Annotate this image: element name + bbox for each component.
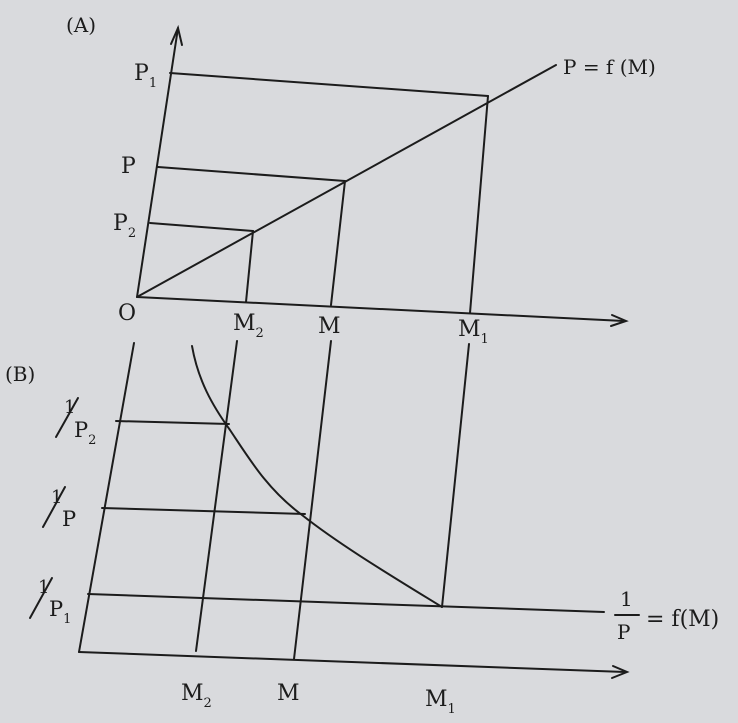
- panel-a-y-tick-p2: P2: [113, 211, 136, 241]
- panel-b-inv-p-guide: [101, 507, 306, 515]
- panel-b-m1-guide: [441, 343, 470, 608]
- panel-a-curve-label: P = f (M): [563, 55, 656, 79]
- panel-b-curve: [191, 345, 443, 608]
- panel-a-function-line: [136, 64, 557, 298]
- panel-b-m2-guide: [195, 340, 238, 652]
- panel-b-y-tick-num-2: 1: [64, 397, 75, 418]
- panel-a-m1-guide: [469, 95, 489, 314]
- panel-b-curve-label-rhs: = f(M): [646, 607, 719, 632]
- panel-a-p-guide: [157, 166, 346, 182]
- panel-a-m-guide: [330, 180, 346, 306]
- panel-b-tick-2-slash: [55, 397, 79, 438]
- panel-a-p2-guide: [149, 222, 254, 232]
- panel-a-origin-label: O: [118, 301, 136, 326]
- panel-a-y-tick-p: P: [121, 154, 136, 179]
- panel-a-x-tick-m: M: [318, 314, 341, 339]
- panel-b-y-tick-inv-p2: P2: [74, 418, 96, 448]
- panel-b-inv-p1-guide: [87, 593, 605, 613]
- panel-b-label: (B): [5, 362, 35, 386]
- panel-b-y-tick-num-0: 1: [38, 577, 49, 598]
- panel-a-p1-guide: [169, 72, 489, 97]
- panel-b-curve-label-num: 1: [620, 587, 633, 611]
- panel-b-inv-p2-guide: [115, 420, 230, 425]
- panel-b-y-tick-num-1: 1: [51, 487, 62, 508]
- panel-a-label: (A): [66, 13, 96, 37]
- panel-b-tick-0-slash: [29, 577, 53, 619]
- panel-a-y-tick-p1: P1: [134, 61, 157, 91]
- panel-b-x-axis: [78, 651, 626, 673]
- panel-a-x-tick-m2: M2: [233, 311, 264, 341]
- panel-a-x-axis: [136, 296, 625, 322]
- panel-b-tick-1-slash: [42, 486, 66, 528]
- panel-b-x-tick-m2: M2: [181, 681, 212, 711]
- panel-b-x-tick-m: M: [277, 681, 300, 706]
- panel-b-y-tick-inv-p1: P1: [49, 597, 71, 627]
- panel-a-m2-guide: [245, 230, 254, 303]
- panel-a-x-arrow: [610, 314, 629, 327]
- panel-b-x-arrow: [611, 665, 630, 679]
- panel-b-m-guide: [293, 340, 332, 660]
- panel-a-x-tick-m1: M1: [458, 317, 489, 347]
- panel-b-y-tick-inv-p: P: [62, 507, 76, 531]
- panel-b-curve-label-den: P: [617, 620, 630, 644]
- panel-b-y-axis: [78, 342, 135, 653]
- panel-a-y-arrow: [170, 24, 183, 46]
- panel-b-x-tick-m1: M1: [425, 687, 456, 717]
